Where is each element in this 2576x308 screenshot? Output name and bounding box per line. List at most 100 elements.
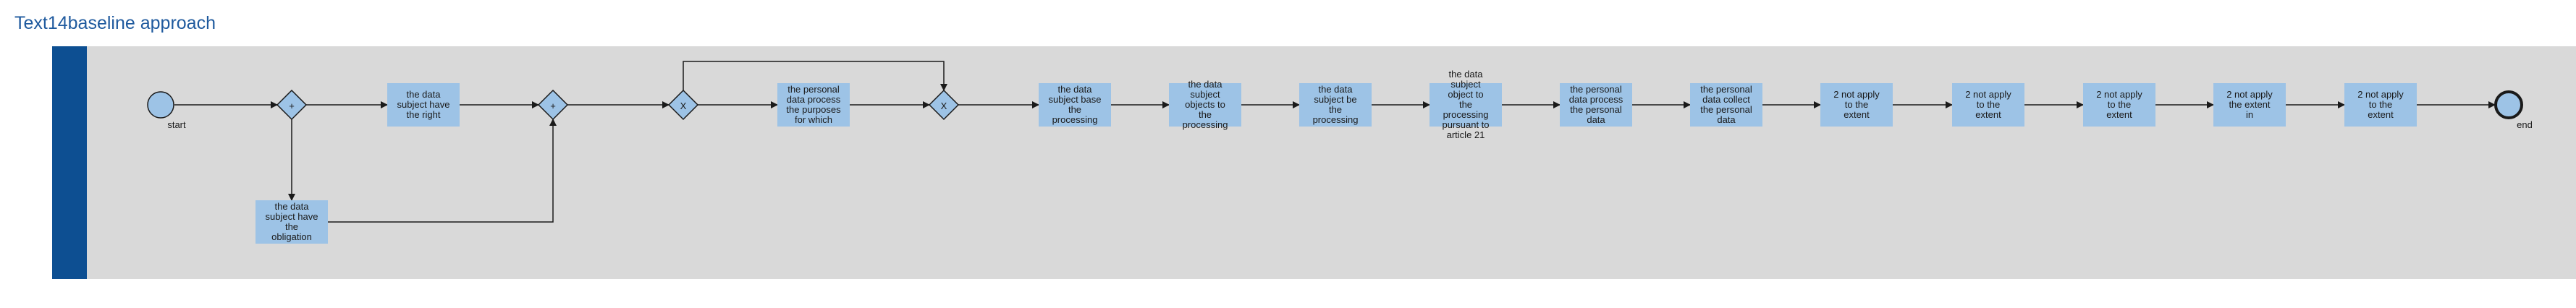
task-t11-label-line: to the [1977,99,2001,110]
task-t7-label-line: the data [1449,69,1484,80]
task-t7-label-line: the [1459,99,1472,110]
gateway-g1-shape [276,89,308,121]
task-t3-label-line: the purposes [786,104,841,115]
sequence-flows [174,61,2496,223]
flow-g3-g4-bypass[interactable] [683,61,947,91]
task-t9-label-line: the personal [1700,104,1752,115]
task-t8-label-line: the personal [1570,104,1622,115]
pool-lane[interactable] [87,46,2576,279]
task-t5-label-line: the data [1188,79,1223,90]
gateway-g4-symbol: X [941,100,947,111]
task-t8-label-line: data [1587,114,1605,125]
task-t7-label-line: pursuant to [1442,119,1489,130]
task-t5-label-line: subject [1190,89,1220,100]
task-t6-label-line: processing [1313,114,1359,125]
end-event-label: end [2517,119,2533,130]
task-t3-label-line: the personal [787,84,840,95]
task-t8-label-line: data process [1569,94,1623,105]
task-t9-label-line: the personal [1700,84,1752,95]
task-t3-box [777,83,850,127]
task-t13-box [2213,83,2286,127]
gateway-g3-symbol: X [680,100,687,111]
task-t2-label-line: subject have [266,211,318,222]
task-t2-label-line: obligation [271,231,312,242]
task-t4-box [1039,83,1111,127]
task-t5-label-line: objects to [1185,99,1225,110]
task-t6-label-line: the data [1319,84,1354,95]
task-t11-label-line: extent [1975,109,2001,120]
gateway-g2[interactable]: + [537,89,569,121]
task-t7-label-line: processing [1443,109,1489,120]
gateway-g1[interactable]: + [276,89,308,121]
task-t1-label-line: the right [407,109,441,120]
task-t5-label-line: processing [1183,119,1228,130]
flow-t2-g2[interactable] [328,119,557,223]
task-t12-label-line: 2 not apply [2096,89,2142,100]
gateway-g4-shape [928,89,960,121]
task-t2-label-line: the data [275,201,310,212]
task-t2-label-line: the [285,221,298,232]
task-t6-label-line: the [1329,104,1342,115]
start-event-shape [147,91,174,119]
end-event[interactable]: end [2494,90,2533,130]
task-t10-label-line: 2 not apply [1833,89,1880,100]
task-t4-label-line: the data [1058,84,1093,95]
gateway-g3-shape [667,89,699,121]
task-t4-label-line: the [1068,104,1081,115]
task-t5-box [1169,83,1241,127]
start-event[interactable]: start [147,91,186,130]
task-t11-label-line: 2 not apply [1965,89,2011,100]
task-t1-box [387,83,460,127]
task-t10-label-line: to the [1845,99,1869,110]
end-event-shape [2494,90,2523,119]
start-event-label: start [167,119,186,130]
gateway-g4[interactable]: X [928,89,960,121]
task-t1-label-line: subject have [397,99,450,110]
task-t7-label-line: object to [1448,89,1483,100]
task-t7-label-line: subject [1450,79,1481,90]
task-t14-label-line: 2 not apply [2357,89,2404,100]
task-t5-label-line: the [1199,109,1212,120]
gateway-g2-shape [537,89,569,121]
task-t8-box [1560,83,1632,127]
task-t6-box [1299,83,1372,127]
task-t13-label-line: in [2246,109,2253,120]
gateway-g3[interactable]: X [667,89,699,121]
gateway-g2-symbol: + [550,100,556,111]
task-t14-box [2344,83,2417,127]
gateway-g1-symbol: + [289,100,295,111]
task-t10-label-line: extent [1844,109,1870,120]
task-t9-box [1690,83,1762,127]
task-t4-label-line: processing [1052,114,1098,125]
task-t9-label-line: data [1717,114,1736,125]
task-t14-label-line: to the [2369,99,2393,110]
task-t6-label-line: subject be [1314,94,1356,105]
task-t1-label-line: the data [407,89,442,100]
task-t7-label-line: article 21 [1447,129,1485,140]
task-t13-label-line: 2 not apply [2226,89,2273,100]
pool-band [52,46,87,279]
task-t8-label-line: the personal [1570,84,1622,95]
task-t4-label-line: subject base [1049,94,1102,105]
page-title: Text14baseline approach [14,13,216,33]
task-t12-box [2083,83,2155,127]
task-t12-label-line: extent [2106,109,2132,120]
task-t12-label-line: to the [2108,99,2132,110]
task-t10-box [1820,83,1893,127]
